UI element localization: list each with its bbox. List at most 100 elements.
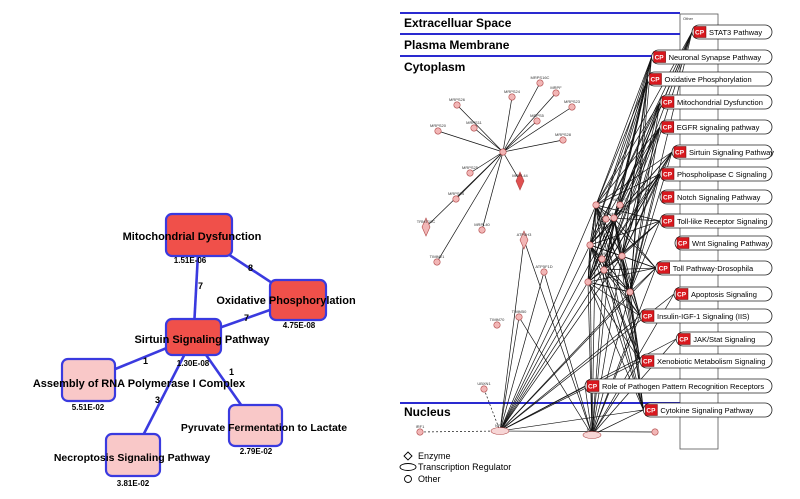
node-box-oxphos[interactable]	[268, 278, 328, 322]
nucleus-right-node[interactable]	[651, 428, 659, 436]
pathway-edge	[587, 56, 652, 283]
hub-node[interactable]	[600, 266, 608, 274]
gene-node[interactable]: MRPS28	[555, 132, 572, 144]
mrp-hub-node[interactable]	[499, 148, 507, 156]
pathway-edge	[629, 126, 661, 293]
hub-edge	[621, 255, 631, 293]
gene-label: NDUFB	[595, 251, 609, 256]
other-circle	[559, 136, 567, 144]
gene-label: MRPS14	[448, 191, 465, 196]
node-pvalue-sirtuin: 1.30E-08	[177, 359, 210, 368]
gene-node[interactable]: IRF1	[416, 424, 425, 436]
other-circle	[552, 89, 560, 97]
pathway-edge	[629, 56, 652, 293]
gene-node[interactable]: MRPL40	[474, 222, 491, 234]
gene-node[interactable]: NDUFB	[595, 251, 609, 263]
gene-node[interactable]: MRPF	[550, 85, 562, 97]
gene-node[interactable]: TIMM70	[490, 317, 505, 329]
gene-node[interactable]: MRPS14	[448, 191, 465, 203]
gene-node[interactable]: ATP5H3	[517, 230, 533, 250]
edge-weight-sirtuin-necro: 3	[155, 395, 160, 405]
gene-node[interactable]: NDUFS	[613, 197, 627, 209]
gene-label: TRMT10C	[417, 219, 436, 224]
hub-edge	[603, 217, 615, 271]
gene-node[interactable]: MRPS24	[504, 89, 521, 101]
node-box-pyruvate[interactable]	[227, 403, 284, 448]
gene-node[interactable]: MRPS16C	[531, 75, 550, 87]
gene-label: Mitochondrial	[594, 211, 618, 216]
gene-node[interactable]: MRPS23	[564, 99, 581, 111]
hub-node[interactable]	[618, 252, 626, 260]
pathway-edge	[595, 101, 661, 206]
node-box-mito[interactable]	[164, 212, 234, 258]
node-box-rnapol[interactable]	[60, 357, 117, 403]
gene-node[interactable]: ATP5F1D	[535, 264, 553, 276]
gene-node[interactable]: MRPS25	[462, 165, 479, 177]
cp-tag	[675, 288, 689, 300]
gene-label: MRPS5	[530, 113, 545, 118]
gene-node[interactable]: NFkB	[490, 423, 510, 435]
gene-node[interactable]: MRPS20	[430, 123, 447, 135]
hub-edge	[595, 204, 615, 219]
gene-label: MRPF	[550, 85, 562, 90]
hub-node[interactable]	[626, 288, 634, 296]
gene-edge	[502, 139, 564, 153]
gene-node[interactable]: TRMT10C	[417, 217, 436, 237]
hub-node[interactable]	[584, 278, 592, 286]
gene-node[interactable]: TIMM50	[512, 309, 527, 321]
hub-node[interactable]	[586, 241, 594, 249]
pathway-edge	[589, 126, 661, 246]
gene-node[interactable]: UBXN1	[477, 381, 491, 393]
hub-node[interactable]	[610, 214, 618, 222]
pathway-edge	[613, 217, 641, 317]
gene-label: MRPS28	[555, 132, 572, 137]
gene-edge	[502, 82, 541, 153]
gene-node[interactable]: MRPL44	[512, 171, 529, 191]
legend-circle-icon	[404, 475, 412, 483]
region-cytoplasm: Cytoplasm	[404, 60, 465, 74]
gene-label: MRPS20	[430, 123, 447, 128]
nucleus-pathway-edge	[591, 315, 641, 436]
node-pvalue-pyruvate: 2.79E-02	[240, 447, 273, 456]
pathway-edge	[629, 78, 648, 293]
gene-node[interactable]: MRPS5	[530, 113, 545, 125]
enzyme-diamond	[421, 217, 431, 237]
other-circle	[433, 258, 441, 266]
gene-node[interactable]: Mitochondrial	[594, 211, 618, 223]
other-circle	[602, 215, 610, 223]
other-column	[679, 13, 719, 450]
gene-node[interactable]: ECST	[582, 427, 602, 439]
gene-node[interactable]: TIMM21	[430, 254, 445, 266]
nucleus-edge	[543, 271, 593, 436]
cp-tag-label: CP	[677, 292, 687, 299]
edge-weight-sirtuin-pyruvate: 1	[229, 367, 234, 377]
pathway-pill	[675, 331, 773, 347]
node-box-necro[interactable]	[104, 432, 162, 478]
pathway-pill	[651, 49, 773, 65]
gene-node[interactable]: MRPS11	[466, 120, 483, 132]
gene-node[interactable]: MRPS26	[449, 97, 466, 109]
hub-node[interactable]	[592, 201, 600, 209]
pathway-edge	[595, 204, 656, 269]
hub-edge	[595, 204, 631, 293]
node-box-sirtuin[interactable]	[164, 317, 223, 357]
gene-edge	[436, 151, 504, 263]
